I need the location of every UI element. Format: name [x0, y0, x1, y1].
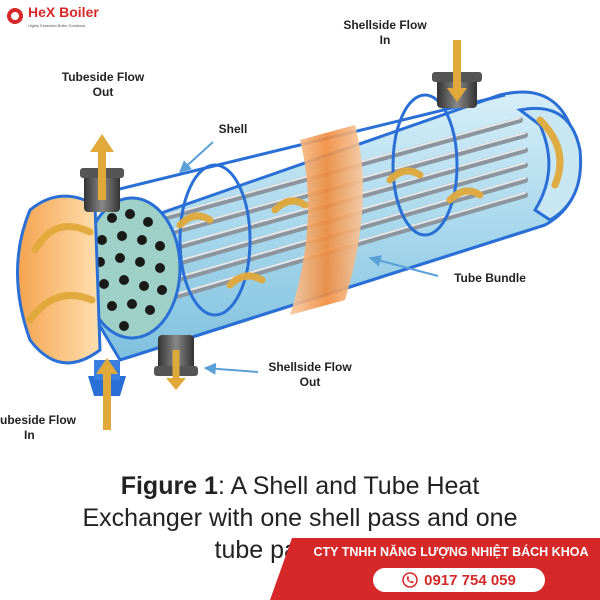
- company-name: CTY TNHH NĂNG LƯỢNG NHIỆT BÁCH KHOA: [313, 545, 589, 559]
- phone-number: 0917 754 059: [424, 571, 516, 589]
- rear-head: [516, 106, 583, 222]
- baffles: [178, 93, 459, 317]
- brand-logo: HeX Boiler Highly Essential Boiler Solut…: [6, 4, 99, 28]
- caption-line-1: : A Shell and Tube Heat: [217, 472, 480, 500]
- phone-icon: [402, 572, 418, 588]
- shellside-in-nozzle: [432, 40, 482, 108]
- shellside-out-nozzle: [154, 335, 198, 390]
- tube-sheet: [82, 196, 182, 340]
- tubeside-out-nozzle: [80, 134, 124, 212]
- tubeside-in-nozzle: [88, 358, 126, 430]
- label-shell: Shell: [218, 122, 248, 136]
- brand-name: HeX Boiler: [28, 4, 99, 20]
- brand-tagline: Highly Essential Boiler Solutions: [28, 23, 86, 28]
- front-head: [16, 194, 102, 365]
- hex-boiler-logo-icon: [7, 8, 23, 24]
- leader-arrows: [179, 141, 439, 375]
- phone-pill[interactable]: 0917 754 059: [373, 568, 545, 592]
- company-banner: CTY TNHH NĂNG LƯỢNG NHIỆT BÁCH KHOA 0917…: [270, 538, 600, 600]
- label-tube-bundle: Tube Bundle: [454, 271, 526, 285]
- caption-figure-number: Figure 1: [120, 472, 218, 500]
- baffle-band: [290, 125, 363, 315]
- caption-line-2: Exchanger with one shell pass and one: [82, 504, 518, 532]
- flow-arrows: [26, 116, 564, 324]
